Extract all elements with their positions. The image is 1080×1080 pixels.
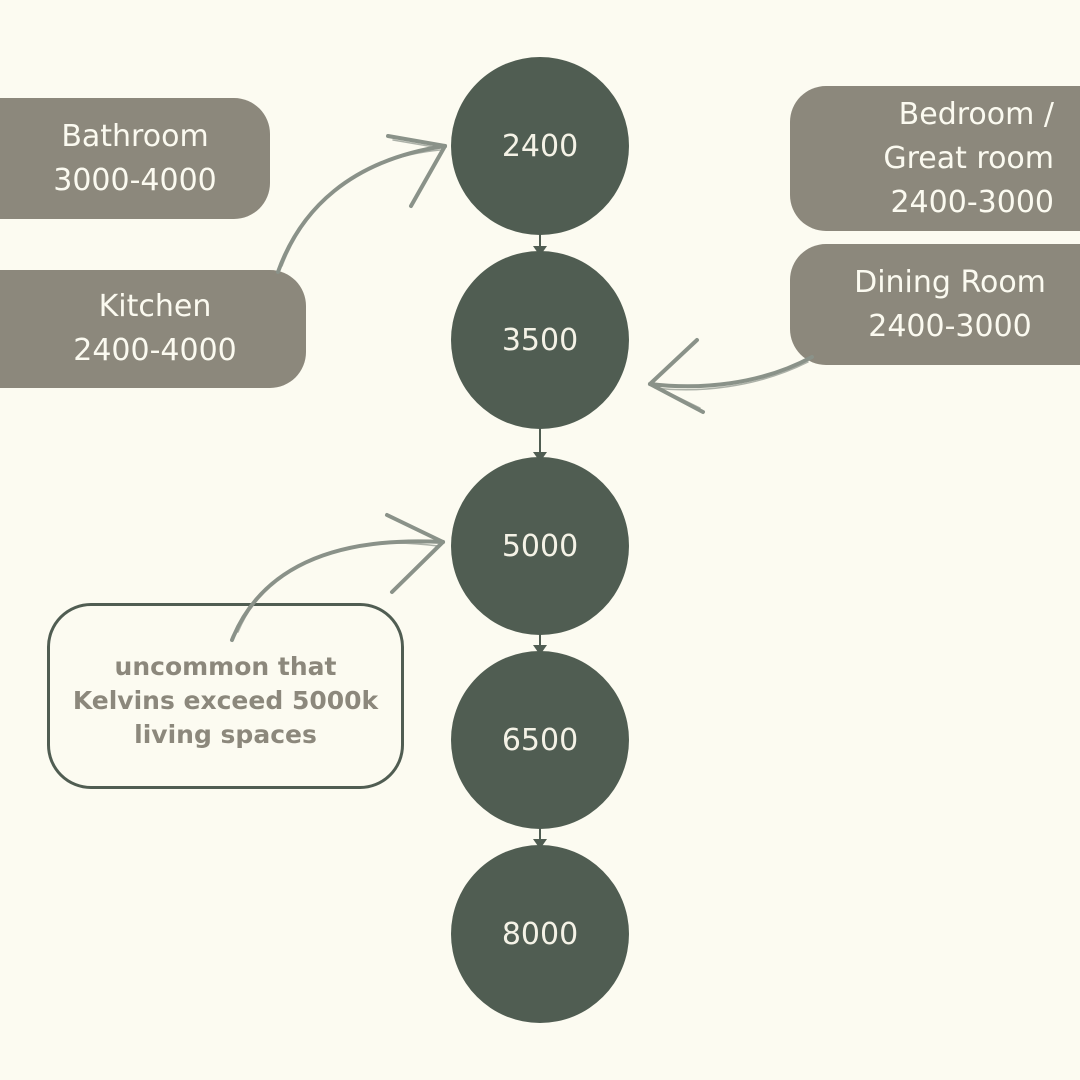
kitchen-range: 2400-4000 [73,333,237,368]
bedroom-range: 2400-3000 [890,184,1054,220]
note-box: uncommon that Kelvins exceed 5000k livin… [47,603,404,789]
kelvin-value: 8000 [501,916,579,952]
note-line-3: living spaces [134,720,317,749]
kitchen-name: Kitchen [98,289,212,324]
note-line-1: uncommon that [114,652,337,681]
connector-3500-5000 [533,428,547,462]
bedroom-name-line1: Bedroom / [898,96,1054,132]
bathroom-tag: Bathroom 3000-4000 [0,98,270,219]
bathroom-name: Bathroom [61,118,209,154]
kelvin-value: 2400 [501,128,579,164]
kelvin-node-5000: 5000 [451,457,629,635]
dining-range: 2400-3000 [868,308,1032,344]
kelvin-node-6500: 6500 [451,651,629,829]
connector-5000-6500 [533,633,547,655]
dining-tag: Dining Room 2400-3000 [790,244,1080,365]
connector-6500-8000 [533,827,547,849]
kelvin-value: 5000 [501,528,579,564]
dining-arrow [648,338,814,414]
dining-name: Dining Room [854,264,1046,300]
note-line-2: Kelvins exceed 5000k [72,686,379,715]
kitchen-tag: Kitchen 2400-4000 [0,270,306,388]
kelvin-node-8000: 8000 [451,845,629,1023]
kelvin-node-2400: 2400 [451,57,629,235]
kitchen-arrow [276,134,447,274]
kelvin-value: 6500 [501,722,579,758]
kelvin-node-3500: 3500 [451,251,629,429]
connector-2400-3500 [533,234,547,256]
bedroom-name-line2: Great room [883,140,1054,176]
kelvin-value: 3500 [501,322,579,358]
bedroom-tag: Bedroom / Great room 2400-3000 [790,86,1080,231]
bathroom-range: 3000-4000 [53,162,217,198]
